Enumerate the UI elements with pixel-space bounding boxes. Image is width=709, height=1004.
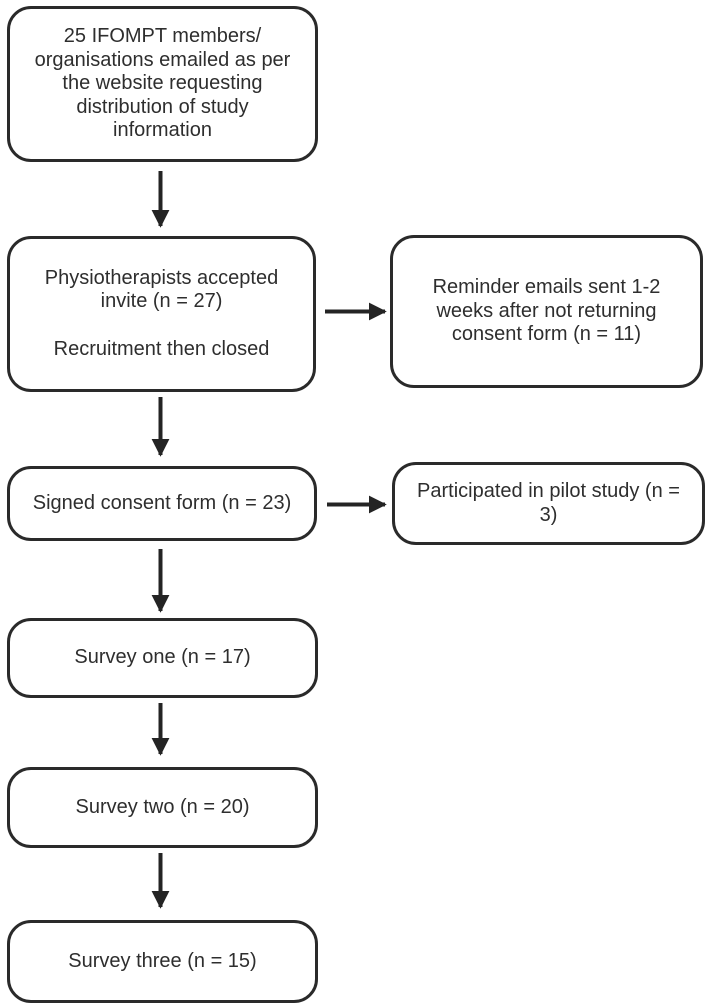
node-reminder-emails: Reminder emails sent 1-2 weeks after not… <box>390 235 703 388</box>
node-survey-three: Survey three (n = 15) <box>7 920 318 1003</box>
node-emailed-members-label: 25 IFOMPT members/ organisations emailed… <box>34 25 291 142</box>
node-pilot-study: Participated in pilot study (n = 3) <box>392 462 705 545</box>
node-survey-one: Survey one (n = 17) <box>7 618 318 698</box>
node-pilot-study-label: Participated in pilot study (n = 3) <box>417 479 680 526</box>
node-signed-consent-label: Signed consent form (n = 23) <box>32 491 292 514</box>
node-survey-two-label: Survey two (n = 20) <box>75 795 250 818</box>
node-survey-one-label: Survey one (n = 17) <box>74 646 251 669</box>
node-reminder-emails-label: Reminder emails sent 1-2 weeks after not… <box>432 276 661 346</box>
node-emailed-members: 25 IFOMPT members/ organisations emailed… <box>7 6 318 162</box>
node-survey-two: Survey two (n = 20) <box>7 767 318 848</box>
node-survey-three-label: Survey three (n = 15) <box>68 949 257 972</box>
node-signed-consent: Signed consent form (n = 23) <box>7 466 317 541</box>
node-accepted-invite-label: Physiotherapists accepted invite (n = 27… <box>44 266 279 360</box>
node-accepted-invite: Physiotherapists accepted invite (n = 27… <box>7 236 316 392</box>
